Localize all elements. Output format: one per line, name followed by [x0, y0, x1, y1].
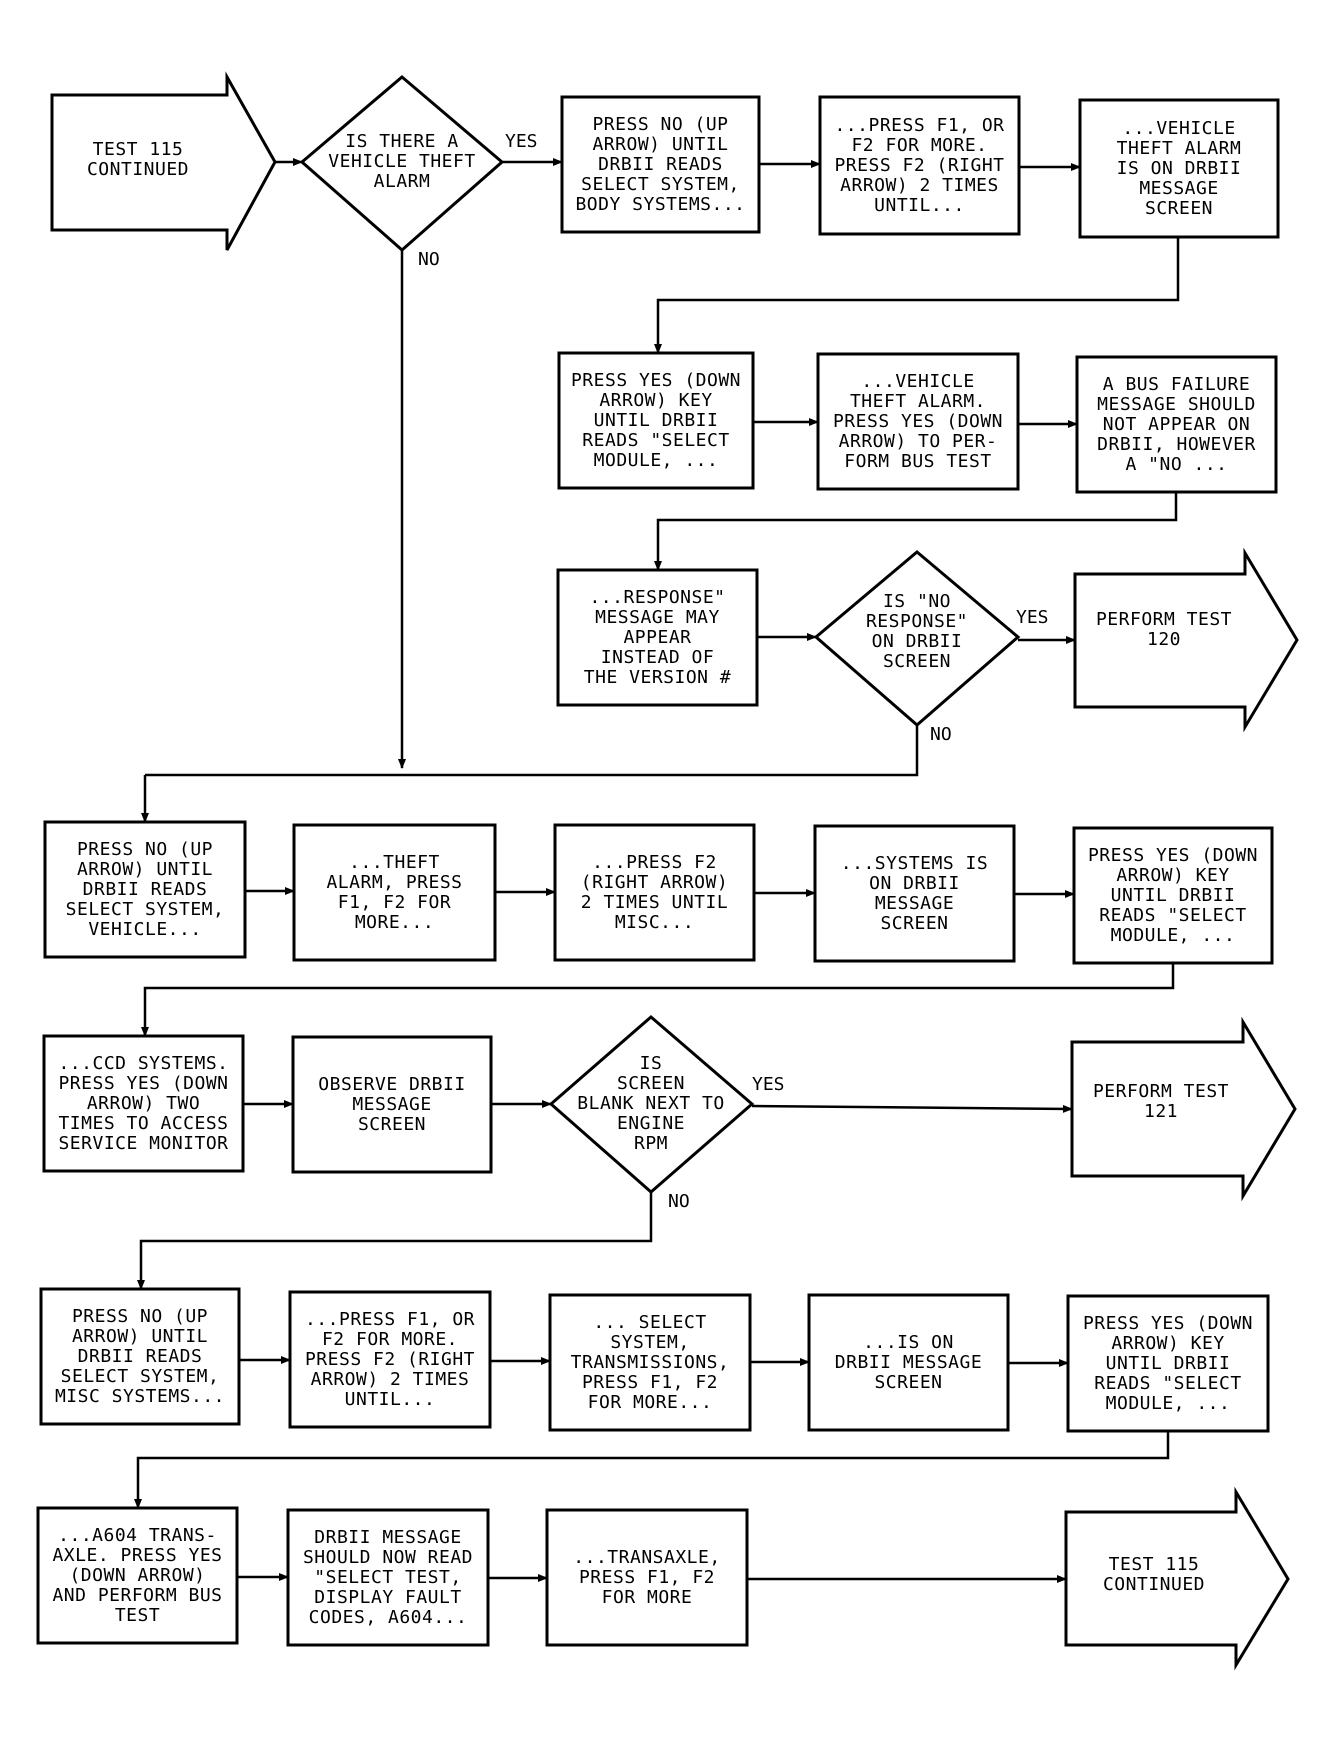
connector-r5-to-r6: [137, 1192, 653, 1290]
r1-box1-shape: [560, 95, 761, 234]
r4-box3-shape: [553, 823, 756, 962]
r6-box4-text: ...IS ON DRBII MESSAGE SCREEN: [834, 1331, 983, 1393]
r5-box2-text: OBSERVE DRBII MESSAGE SCREEN: [318, 1073, 466, 1135]
decision-screen-blank-text: IS SCREEN BLANK NEXT TO ENGINE RPM: [577, 1053, 725, 1154]
decision-screen-blank-no-label: NO: [668, 1191, 690, 1212]
r6-box1-shape: [39, 1287, 241, 1426]
connector-r1-to-r2: [654, 237, 1180, 354]
r5-box1-text: ...CCD SYSTEMS. PRESS YES (DOWN ARROW) T…: [58, 1052, 229, 1154]
r1-box1-text: PRESS NO (UP ARROW) UNTIL DRBII READS SE…: [575, 113, 746, 215]
r6-box2-shape: [288, 1290, 492, 1429]
r7-box2-text: DRBII MESSAGE SHOULD NOW READ "SELECT TE…: [302, 1526, 474, 1628]
r7-box1-text: ...A604 TRANS- AXLE. PRESS YES (DOWN ARR…: [52, 1524, 223, 1626]
connector-r6-to-r7: [134, 1431, 1170, 1509]
r6-box5-text: PRESS YES (DOWN ARROW) KEY UNTIL DRBII R…: [1082, 1312, 1254, 1414]
start-terminal-text: TEST 115 CONTINUED: [86, 139, 190, 180]
r4-box4-text: ...SYSTEMS IS ON DRBII MESSAGE SCREEN: [840, 852, 989, 934]
r4-box5-text: PRESS YES (DOWN ARROW) KEY UNTIL DRBII R…: [1087, 844, 1259, 946]
r7-box1-shape: [36, 1506, 239, 1645]
r6-box4-shape: [807, 1293, 1010, 1432]
terminal-test-121-shape: [1070, 1016, 1297, 1202]
r2-box1-text: PRESS YES (DOWN ARROW) KEY UNTIL DRBII R…: [570, 369, 742, 471]
terminal-test-121-text: PERFORM TEST 121: [1092, 1081, 1230, 1122]
start-arrow-shape: [50, 71, 277, 251]
connector-r4-to-r5: [141, 963, 1175, 1037]
terminal-test-115-end-shape: [1064, 1486, 1290, 1671]
r4-box1-shape: [43, 820, 247, 959]
r1-box3-text: ...VEHICLE THEFT ALARM IS ON DRBII MESSA…: [1116, 117, 1242, 219]
r6-box5-shape: [1066, 1294, 1270, 1433]
r4-box1-text: PRESS NO (UP ARROW) UNTIL DRBII READS SE…: [65, 838, 225, 940]
r3-box1-text: ...RESPONSE" MESSAGE MAY APPEAR INSTEAD …: [583, 586, 732, 688]
decision-no-response-no-label: NO: [930, 724, 952, 745]
decision-screen-blank-yes-label: YES: [752, 1074, 785, 1095]
decision-no-response-text: IS "NO RESPONSE" ON DRBII SCREEN: [865, 591, 969, 672]
decision-theft-alarm-yes-label: YES: [505, 131, 538, 152]
r1-box2-shape: [818, 95, 1021, 236]
r4-box2-text: ...THEFT ALARM, PRESS F1, F2 FOR MORE...: [326, 851, 463, 933]
connector-r2-to-r3: [654, 492, 1178, 571]
terminal-test-120-text: PERFORM TEST 120: [1095, 609, 1233, 650]
r2-box3-text: A BUS FAILURE MESSAGE SHOULD NOT APPEAR …: [1097, 373, 1256, 475]
r6-box2-text: ...PRESS F1, OR F2 FOR MORE. PRESS F2 (R…: [304, 1308, 476, 1410]
terminal-test-115-end-text: TEST 115 CONTINUED: [1102, 1554, 1206, 1595]
r6-box3-shape: [548, 1293, 752, 1432]
decision-no-response-yes-label: YES: [1016, 607, 1049, 628]
connector-no-response-to-row4: [145, 725, 919, 777]
r2-box2-text: ...VEHICLE THEFT ALARM. PRESS YES (DOWN …: [832, 370, 1004, 472]
connector-yes-to-test-121: [751, 1104, 1073, 1113]
decision-theft-alarm-no-label: NO: [418, 249, 440, 270]
r4-box3-text: ...PRESS F2 (RIGHT ARROW) 2 TIMES UNTIL …: [580, 851, 729, 933]
r6-box3-text: ... SELECT SYSTEM, TRANSMISSIONS, PRESS …: [570, 1311, 730, 1413]
r7-box2-shape: [286, 1508, 490, 1647]
r6-box1-text: PRESS NO (UP ARROW) UNTIL DRBII READS SE…: [54, 1305, 226, 1407]
r3-box1-shape: [556, 568, 759, 707]
decision-theft-alarm-text: IS THERE A VEHICLE THEFT ALARM: [328, 131, 476, 192]
r1-box2-text: ...PRESS F1, OR F2 FOR MORE. PRESS F2 (R…: [834, 114, 1005, 216]
r7-box3-text: ...TRANSAXLE, PRESS F1, F2 FOR MORE: [573, 1546, 721, 1608]
terminal-test-120-shape: [1073, 547, 1299, 733]
r7-box3-shape: [545, 1508, 749, 1647]
r2-box2-shape: [816, 352, 1020, 491]
